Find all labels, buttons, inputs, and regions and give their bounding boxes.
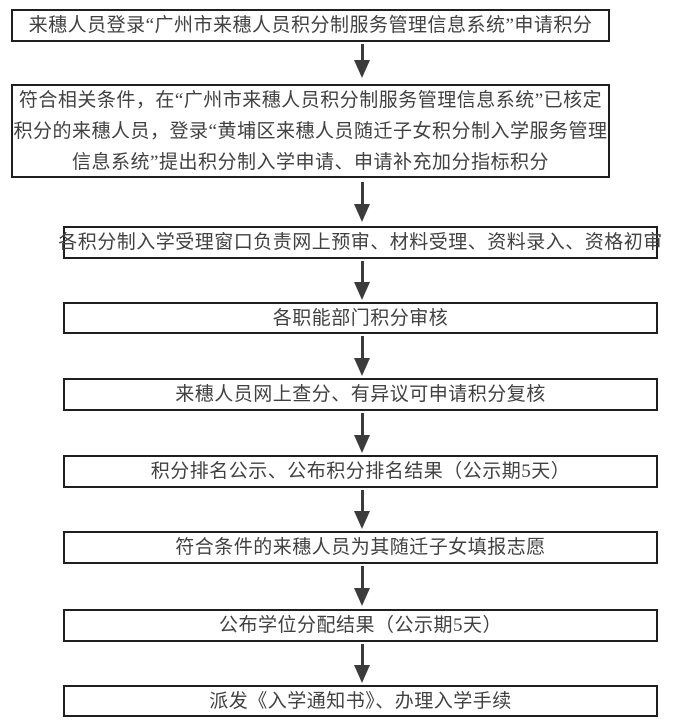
arrow-shaft [360, 413, 364, 435]
arrow-head-icon [354, 282, 370, 300]
arrow-shaft [360, 644, 364, 665]
arrow-shaft [360, 261, 364, 282]
down-arrow-icon-5 [354, 413, 370, 453]
down-arrow-icon-2 [354, 182, 370, 222]
arrow-head-icon [354, 665, 370, 683]
flow-step-2-line-2: 积分的来穗人员，登录“黄埔区来穗人员随迁子女积分制入学服务管理 [13, 120, 608, 142]
flow-step-2-line-1: 符合相关条件，在“广州市来穗人员积分制服务管理信息系统”已核定 [18, 89, 603, 111]
arrow-shaft [360, 566, 364, 588]
flow-step-4-label: 各职能部门积分审核 [272, 307, 449, 329]
flow-step-2: 符合相关条件，在“广州市来穗人员积分制服务管理信息系统”已核定 积分的来穗人员，… [11, 84, 610, 178]
arrow-shaft [360, 182, 364, 204]
flow-step-8: 公布学位分配结果（公示期5天） [63, 609, 658, 642]
flow-step-1: 来穗人员登录“广州市来穗人员积分制服务管理信息系统”申请积分 [11, 9, 610, 42]
flow-step-4: 各职能部门积分审核 [63, 302, 658, 334]
arrow-shaft [360, 490, 364, 511]
flow-step-3: 各积分制入学受理窗口负责网上预审、材料受理、资料录入、资格初审 [58, 226, 662, 259]
flow-step-7: 符合条件的来穗人员为其随迁子女填报志愿 [63, 531, 658, 564]
arrow-head-icon [354, 588, 370, 606]
arrow-head-icon [354, 511, 370, 529]
down-arrow-icon-3 [354, 261, 370, 300]
down-arrow-icon-6 [354, 490, 370, 529]
flow-step-7-label: 符合条件的来穗人员为其随迁子女填报志愿 [175, 537, 546, 558]
arrow-head-icon [354, 60, 370, 78]
flow-step-6: 积分排名公示、公布积分排名结果（公示期5天） [63, 455, 658, 488]
arrow-head-icon [354, 435, 370, 453]
down-arrow-icon-1 [354, 44, 370, 78]
flow-step-2-line-3: 信息系统”提出积分制入学申请、申请补充加分指标积分 [72, 151, 549, 173]
flow-step-9: 派发《入学通知书》、办理入学手续 [63, 685, 658, 717]
arrow-head-icon [354, 204, 370, 222]
flow-step-9-label: 派发《入学通知书》、办理入学手续 [209, 690, 512, 712]
flow-step-6-label: 积分排名公示、公布积分排名结果（公示期5天） [150, 461, 571, 482]
flow-step-8-label: 公布学位分配结果（公示期5天） [218, 615, 502, 636]
flow-step-5: 来穗人员网上查分、有异议可申请积分复核 [63, 378, 658, 411]
arrow-shaft [360, 336, 364, 358]
arrow-head-icon [354, 358, 370, 376]
arrow-shaft [360, 44, 364, 60]
flow-step-5-label: 来穗人员网上查分、有异议可申请积分复核 [175, 384, 546, 405]
flow-step-3-label: 各积分制入学受理窗口负责网上预审、材料受理、资料录入、资格初审 [58, 232, 663, 253]
down-arrow-icon-7 [354, 566, 370, 606]
flow-step-1-label: 来穗人员登录“广州市来穗人员积分制服务管理信息系统”申请积分 [28, 15, 593, 36]
down-arrow-icon-8 [354, 644, 370, 683]
down-arrow-icon-4 [354, 336, 370, 376]
